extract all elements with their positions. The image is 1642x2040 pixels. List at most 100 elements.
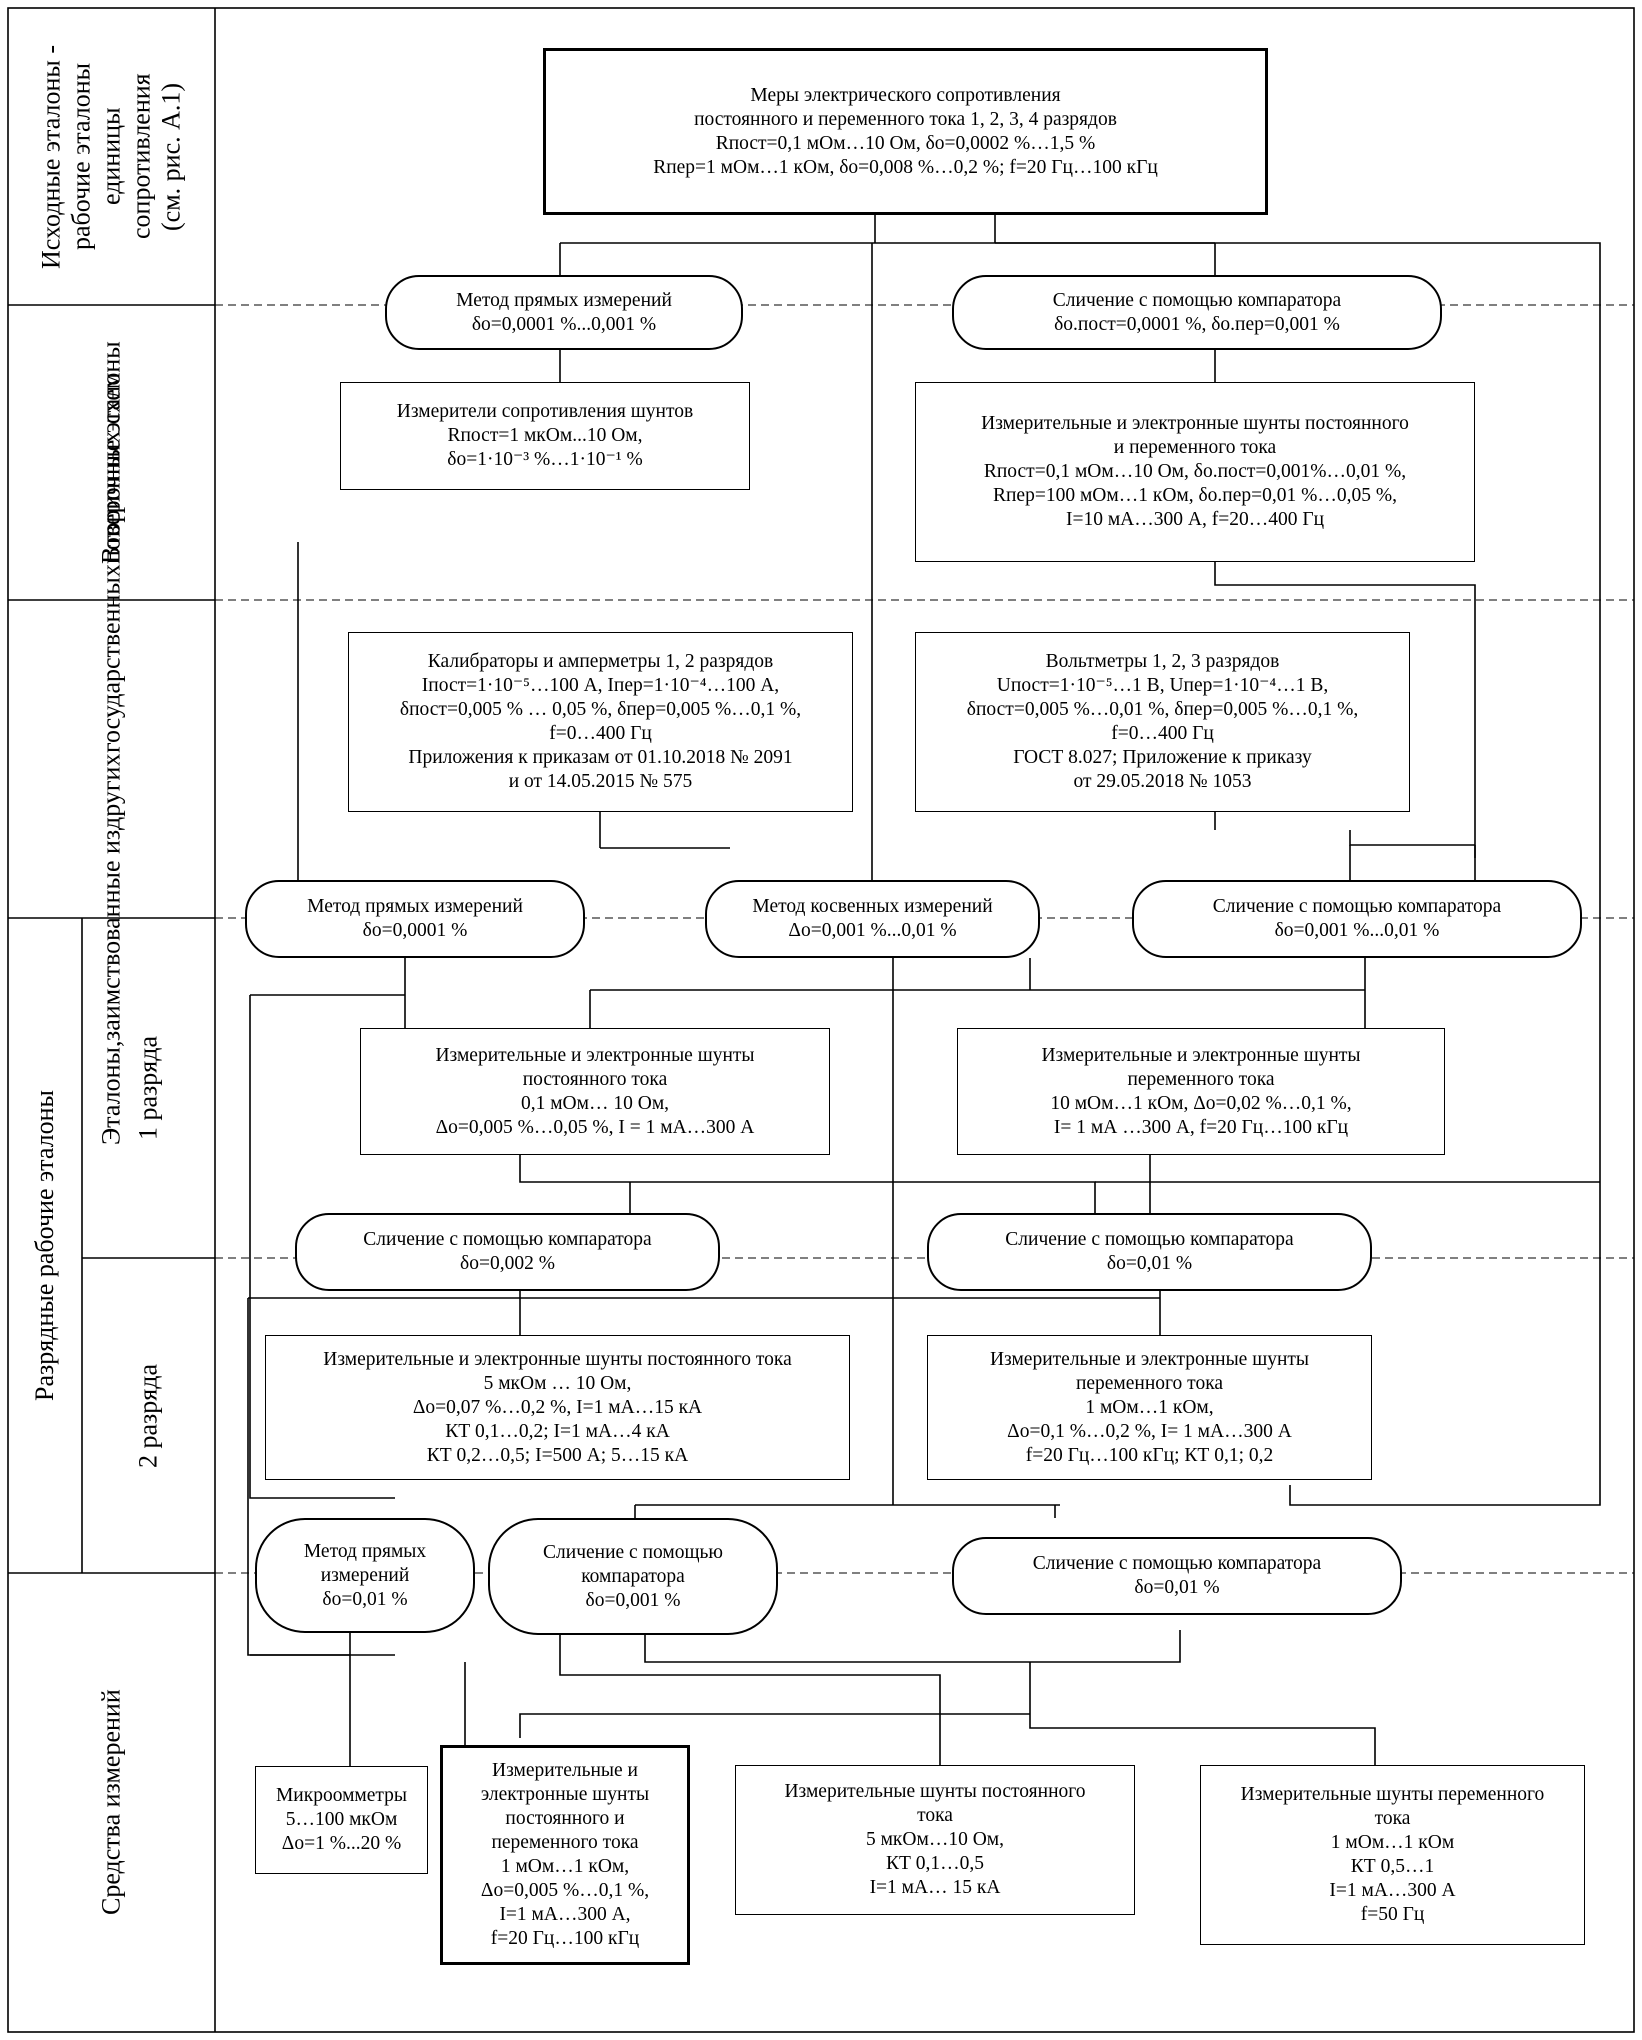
box-text-line: Измерительные и <box>492 1760 638 1781</box>
box-text-line: δо=0,01 % <box>1106 1253 1193 1274</box>
box-text-line: КТ 0,5…1 <box>1350 1856 1435 1877</box>
box-text-line: Δо=0,005 %…0,05 %, I = 1 мА…300 А <box>435 1116 755 1138</box>
box-text-line: от 29.05.2018 № 1053 <box>1073 771 1252 792</box>
box-text-line: I= 1 мА …300 А, f=20 Гц…100 кГц <box>1053 1116 1349 1138</box>
box-text-line: δо.пост=0,0001 %, δо.пер=0,001 % <box>1054 313 1340 335</box>
box-text-line: I=1 мА…300 А <box>1329 1880 1456 1901</box>
box-text-line: δпост=0,005 %…0,01 %, δпер=0,005 %…0,1 %… <box>966 699 1359 720</box>
box-text-line: I=10 мА…300 А, f=20…400 Гц <box>1065 509 1325 530</box>
box-text-line: переменного тока <box>1075 1372 1224 1394</box>
box-text-line: f=0…400 Гц <box>1111 723 1214 744</box>
box-text-line: Измерительные и электронные шунты <box>435 1044 755 1066</box>
box-text-line: Метод косвенных измерений <box>752 896 993 917</box>
box-text-line: Измерительные шунты переменного <box>1240 1784 1545 1805</box>
box-text-line: δо=0,002 % <box>460 1253 555 1274</box>
box-text-line: Сличение с помощью <box>543 1541 723 1563</box>
box-text-line: измерений <box>320 1564 410 1586</box>
box-text-line: КТ 0,1…0,5 <box>885 1853 985 1874</box>
row-label-instruments: Средства измерений <box>8 1573 215 2032</box>
box-text-line: Приложения к приказам от 01.10.2018 № 20… <box>408 747 793 768</box>
row-label-working: Разрядные рабочие эталоны <box>8 918 82 1573</box>
box-text-line: и переменного тока <box>1113 437 1277 458</box>
row-label-line: других <box>96 753 126 830</box>
si-shunts-ac-box: Измерительные шунты переменного тока 1 мОм… <box>1200 1765 1585 1945</box>
box-text-line: тока <box>1374 1808 1411 1829</box>
row-label-text: Разрядные рабочие эталоны <box>30 1090 59 1401</box>
box-text-line: 10 мОм…1 кОм, Δо=0,02 %…0,1 %, <box>1050 1092 1352 1114</box>
box-text-line: 5 мкОм … 10 Ом, <box>483 1372 632 1394</box>
box-text-line: Δо=0,1 %…0,2 %, I= 1 мА…300 А <box>1007 1420 1292 1442</box>
box-text-line: Uпост=1·10⁻⁵…1 В, Uпер=1·10⁻⁴…1 В, <box>996 675 1329 696</box>
row-label-line: государственных <box>96 564 126 754</box>
box-text-line: Вольтметры 1, 2, 3 разрядов <box>1045 651 1280 672</box>
box-text-line: Измерительные шунты постоянного <box>784 1781 1086 1802</box>
box-text-line: Сличение с помощью компаратора <box>1032 1553 1322 1574</box>
box-text-line: переменного тока <box>1127 1068 1275 1090</box>
box-text-line: Измерительные и электронные шунты постоя… <box>323 1348 792 1370</box>
instr-comparator-ac: Сличение с помощью компаратора δо=0,01 % <box>952 1537 1402 1615</box>
box-text-line: δо=0,01 % <box>322 1588 408 1610</box>
row-label-line: рабочие эталоны <box>66 62 96 251</box>
box-text-line: и от 14.05.2015 № 575 <box>508 771 693 792</box>
box-text-line: Δо=0,07 %…0,2 %, I=1 мА…15 кА <box>412 1396 703 1418</box>
box-text-line: 1 мОм…1 кОм <box>1330 1832 1455 1853</box>
box-text-line: Меры электрического сопротивления <box>750 84 1061 106</box>
box-text-line: f=20 Гц…100 кГц; КТ 0,1; 0,2 <box>1025 1444 1274 1466</box>
box-text-line: 1 мОм…1 кОм, <box>500 1856 630 1877</box>
box-text-line: КТ 0,1…0,2; I=1 мА…4 кА <box>445 1420 670 1442</box>
box-text-line: постоянного тока <box>522 1068 668 1090</box>
box-text-line: I=1 мА… 15 кА <box>869 1877 1001 1898</box>
box-text-line: δо=0,0001 % <box>362 920 468 941</box>
box-text-line: 5…100 мкОм <box>285 1809 398 1830</box>
box-text-line: ГОСТ 8.027; Приложение к приказу <box>1013 747 1312 768</box>
box-text-line: постоянного и переменного тока 1, 2, 3, … <box>694 108 1117 130</box>
box-text-line: Сличение с помощью компаратора <box>1005 1229 1294 1250</box>
box-text-line: δпост=0,005 % … 0,05 %, δпер=0,005 %…0,1… <box>399 699 802 720</box>
box-text-line: Сличение с помощью компаратора <box>1212 896 1502 917</box>
row-label-line: (см. рис. А.1) <box>156 82 186 231</box>
si-shunts-dc-box: Измерительные шунты постоянного тока 5 мкО… <box>735 1765 1135 1915</box>
box-text-line: Сличение с помощью компаратора <box>363 1229 652 1250</box>
box-text-line: 0,1 мОм… 10 Ом, <box>520 1092 670 1114</box>
box-text-line: 1 мОм…1 кОм, <box>1085 1396 1214 1418</box>
box-text-line: Измерительные и электронные шунты постоя… <box>981 413 1409 434</box>
row-label-line: единицы <box>96 107 126 206</box>
box-text-line: Сличение с помощью компаратора <box>1052 289 1342 311</box>
row-label-text: 1 разряда <box>133 1035 163 1141</box>
box-text-line: электронные шунты <box>480 1784 650 1805</box>
rank2-dc-shunts-box: Измерительные и электронные шунты постоя… <box>265 1335 850 1480</box>
row-label-line: поверочных схем <box>96 372 126 565</box>
box-text-line: δо=1·10⁻³ %…1·10⁻¹ % <box>447 449 643 470</box>
row-label-rank2: 2 разряда <box>82 1258 215 1573</box>
box-text-line: Rпер=100 мОм…1 кОм, δо.пер=0,01 %…0,05 %… <box>992 485 1397 506</box>
diagram-frame <box>7 7 1635 2033</box>
box-text-line: тока <box>917 1805 953 1826</box>
box-text-line: Измерительные и электронные шунты <box>989 1348 1310 1370</box>
row-label-line: Исходные эталоны - <box>36 44 66 269</box>
box-text-line: Метод прямых измерений <box>456 289 672 311</box>
box-text-line: компаратора <box>581 1565 685 1587</box>
box-text-line: f=50 Гц <box>1360 1904 1425 1925</box>
row-label-text: 2 разряда <box>133 1363 163 1468</box>
box-text-line: Rпер=1 мОм…1 кОм, δо=0,008 %…0,2 %; f=20… <box>653 156 1158 178</box>
box-text-line: Rпост=0,1 мОм…10 Ом, δо=0,0002 %…1,5 % <box>715 132 1096 154</box>
box-text-line: переменного тока <box>491 1832 639 1853</box>
box-text-line: δо=0,01 % <box>1134 1577 1220 1598</box>
row-label-rank1: 1 разряда <box>82 918 215 1258</box>
box-text-line: δо=0,001 % <box>585 1589 681 1611</box>
box-text-line: 5 мкОм…10 Ом, <box>865 1829 1005 1850</box>
row-label-text: Средства измерений <box>96 1689 126 1916</box>
